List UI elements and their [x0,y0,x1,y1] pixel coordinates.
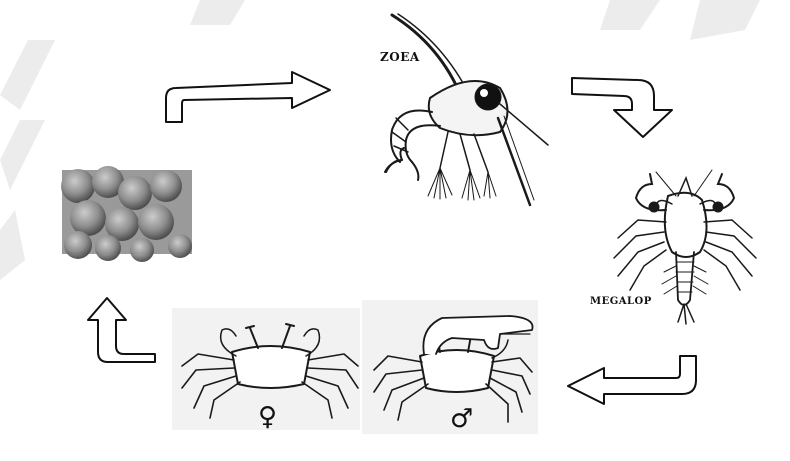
arrow-zoea-to-megalop [572,78,672,137]
arrow-adults-to-eggs [88,298,155,362]
eggs-photo [61,166,192,262]
male-symbol: ♂ [450,404,473,434]
zoea-label: ZOEA [380,50,420,64]
megalop-label: MEGALOP [590,296,652,307]
zoea-larva-drawing [385,14,548,205]
female-symbol: ♀ [258,402,277,432]
arrow-megalop-to-adults [568,356,696,404]
arrow-eggs-to-zoea [166,72,330,122]
